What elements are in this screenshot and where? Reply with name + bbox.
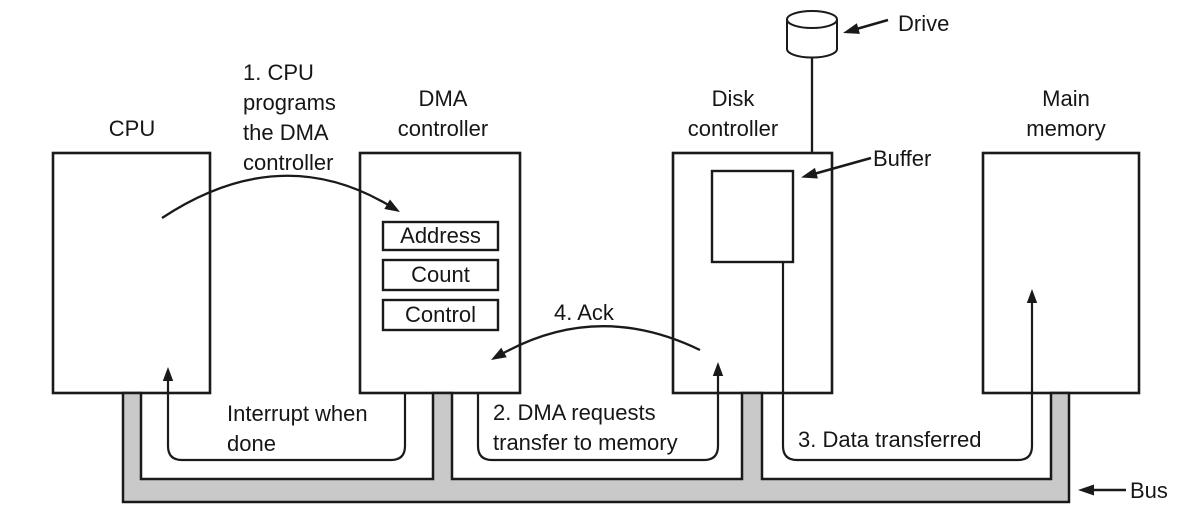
drive-callout-line	[852, 18, 889, 32]
address-register-box	[381, 220, 500, 252]
buffer-label: Buffer	[873, 146, 932, 171]
buffer-box	[710, 169, 795, 264]
disk-controller-label: Disk controller	[687, 86, 779, 141]
bus-shape	[121, 391, 1071, 504]
control-register-box	[381, 298, 500, 332]
cpu-box-label: CPU	[108, 116, 156, 141]
dma-controller-label: DMA controller	[397, 86, 489, 141]
step3-annotation: 3. Data transferred	[798, 427, 982, 452]
ack-arrowhead-icon	[491, 347, 507, 360]
memory-arrowhead-icon	[1026, 289, 1038, 303]
cpu-arrowhead-icon	[162, 367, 174, 381]
buffer-callout-line	[811, 156, 872, 176]
buffer-callout-arrowhead-icon	[801, 167, 818, 179]
drive-cylinder-top	[786, 10, 838, 29]
cpu-box	[51, 151, 212, 395]
count-register-label: Count	[411, 262, 470, 287]
ack-arc	[499, 325, 701, 357]
step2-annotation: 2. DMA requests transfer to memory	[493, 400, 678, 455]
interrupt-path	[166, 380, 407, 462]
program-dma-arrowhead-icon	[384, 199, 400, 212]
address-register-label: Address	[400, 223, 481, 248]
interrupt-annotation: Interrupt when done	[227, 401, 368, 456]
disk-arrowhead-icon	[712, 362, 724, 376]
data-transfer-path	[781, 262, 1034, 462]
step1-annotation: 1. CPU programs the DMA controller	[243, 60, 336, 175]
bus-label: Bus	[1130, 478, 1168, 503]
control-register-label: Control	[405, 302, 476, 327]
bus-callout-arrowhead-icon	[1078, 484, 1094, 496]
step4-annotation: 4. Ack	[554, 300, 614, 325]
drive-callout-arrowhead-icon	[843, 23, 860, 34]
dma-request-path	[476, 375, 720, 462]
drive-cylinder-body	[786, 20, 838, 59]
main-memory-label: Main memory	[1026, 86, 1106, 141]
main-memory-box	[981, 151, 1141, 395]
count-register-box	[381, 258, 500, 292]
program-dma-arc	[161, 174, 391, 219]
drive-label: Drive	[898, 11, 950, 36]
